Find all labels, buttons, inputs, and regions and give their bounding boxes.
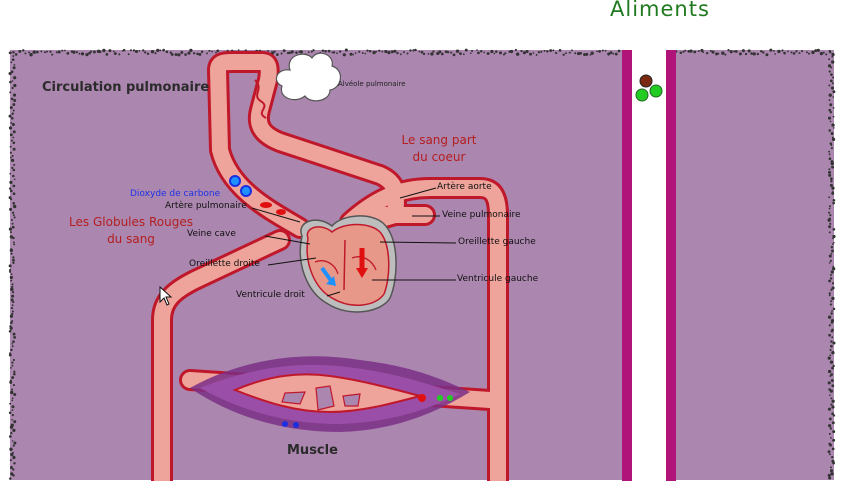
oreillette-droite-label: Oreillette droite bbox=[189, 259, 260, 269]
heart bbox=[299, 215, 397, 313]
digestive-tube bbox=[632, 50, 666, 481]
co2-cell-1 bbox=[229, 175, 241, 187]
alveolus bbox=[275, 52, 341, 102]
right-panel bbox=[676, 50, 834, 480]
ventricule-gauche-label: Ventricule gauche bbox=[457, 274, 539, 284]
veine-pulmonaire-label: Veine pulmonaire bbox=[442, 210, 521, 220]
circulation-pulmonaire-label: Circulation pulmonaire bbox=[42, 80, 210, 95]
leader-lines bbox=[251, 187, 457, 297]
globules-line2: du sang bbox=[107, 232, 155, 246]
globules-line1: Les Globules Rouges bbox=[69, 215, 193, 229]
nutrient-green-1 bbox=[635, 88, 649, 102]
lung-capillaries bbox=[254, 79, 267, 119]
nutrient-green-2 bbox=[649, 84, 663, 98]
veine-cave-label: Veine cave bbox=[187, 229, 236, 239]
artere-aorte-label: Artère aorte bbox=[437, 182, 492, 192]
red-cell-2 bbox=[276, 209, 286, 215]
muscle bbox=[190, 356, 470, 432]
cursor-icon bbox=[159, 285, 173, 306]
globules-rouges-label: Les Globules Rouges du sang bbox=[66, 215, 196, 246]
nutrient-brown bbox=[639, 74, 653, 88]
aliments-title: Aliments bbox=[610, 0, 710, 21]
le-sang-part-label: Le sang part du coeur bbox=[396, 133, 482, 164]
le-sang-part-line1: Le sang part bbox=[401, 133, 477, 147]
tube-wall-right bbox=[666, 50, 676, 481]
co2-cell-2 bbox=[240, 185, 252, 197]
alveole-label: Alvéole pulmonaire bbox=[338, 80, 406, 88]
red-cell-1 bbox=[260, 202, 272, 208]
ventricule-droit-label: Ventricule droit bbox=[236, 290, 305, 300]
oreillette-gauche-label: Oreillette gauche bbox=[458, 237, 536, 247]
dioxyde-label: Dioxyde de carbone bbox=[130, 189, 221, 199]
artere-pulmonaire-label: Artère pulmonaire bbox=[165, 201, 247, 211]
muscle-label: Muscle bbox=[287, 443, 338, 458]
tube-wall-left bbox=[622, 50, 632, 481]
le-sang-part-line2: du coeur bbox=[412, 150, 466, 164]
